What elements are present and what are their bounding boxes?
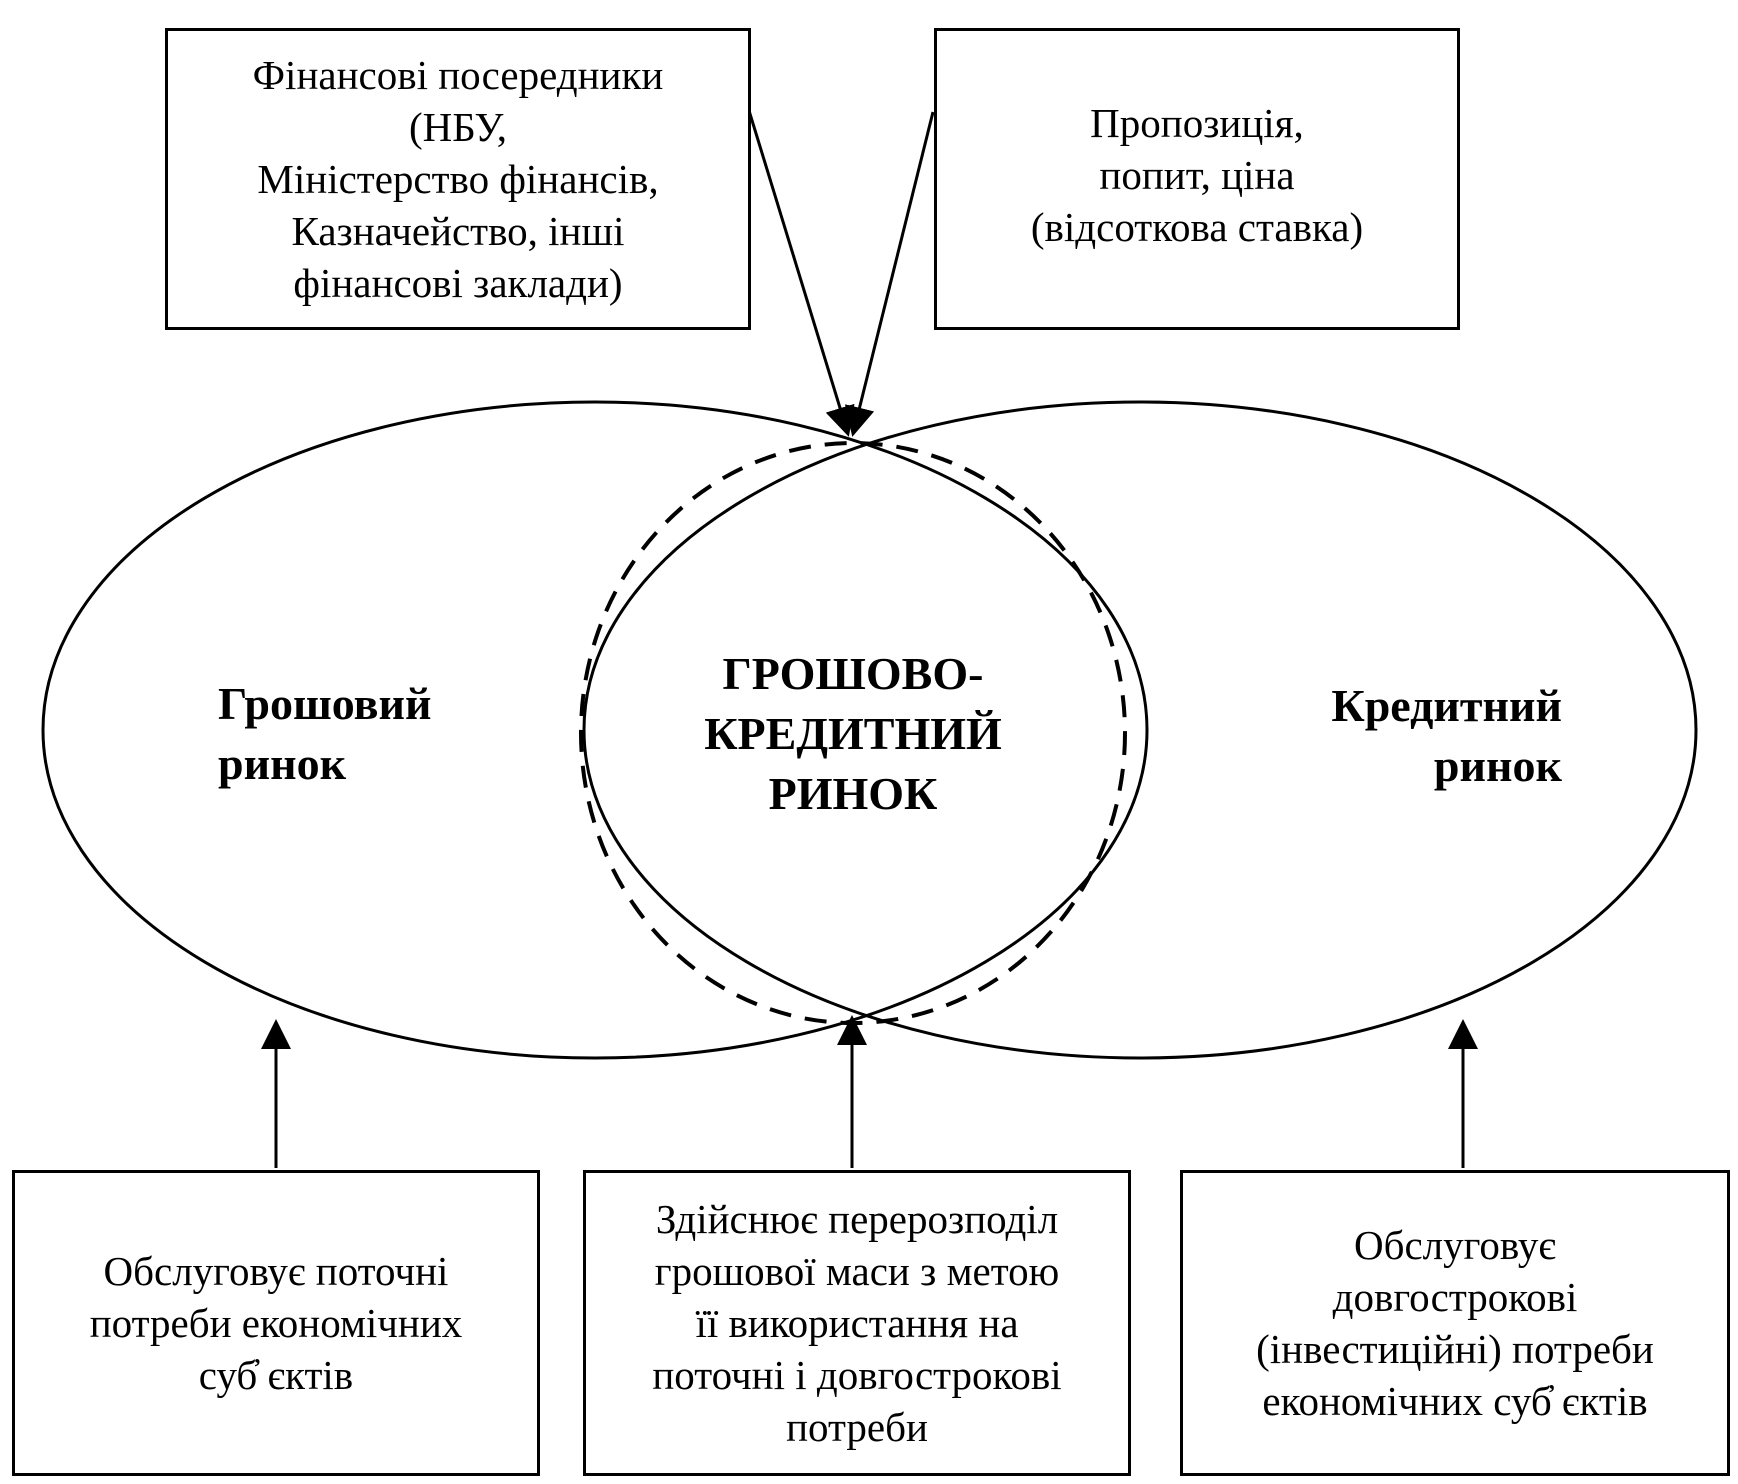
financial-intermediaries-text: Фінансові посередники (НБУ, Міністерство… [252,52,664,306]
credit-market-ellipse [582,400,1698,1060]
redistribution-text: Здійснює перерозподіл грошової маси з ме… [652,1196,1062,1450]
supply-demand-price-text: Пропозиція, попит, ціна (відсоткова став… [1030,100,1364,250]
money-market-label: Грошовий ринок [218,678,432,789]
current-needs-box: Обслуговує поточні потреби економічних с… [12,1170,540,1476]
arrow-intermediaries-to-center [745,103,855,437]
long-term-needs-text: Обслуговує довгострокові (інвестиційні) … [1256,1222,1654,1424]
supply-demand-price-box: Пропозиція, попит, ціна (відсоткова став… [934,28,1460,330]
monetary-credit-market-label: ГРОШОВО- КРЕДИТНИЙ РИНОК [704,648,1002,819]
credit-market-label: Кредитний ринок [1331,680,1562,791]
financial-intermediaries-box: Фінансові посередники (НБУ, Міністерство… [165,28,751,330]
money-market-ellipse [41,400,1149,1060]
arrow-supply-demand-to-center [844,111,935,437]
long-term-needs-box: Обслуговує довгострокові (інвестиційні) … [1180,1170,1730,1476]
current-needs-text: Обслуговує поточні потреби економічних с… [89,1248,463,1398]
redistribution-box: Здійснює перерозподіл грошової маси з ме… [583,1170,1131,1476]
